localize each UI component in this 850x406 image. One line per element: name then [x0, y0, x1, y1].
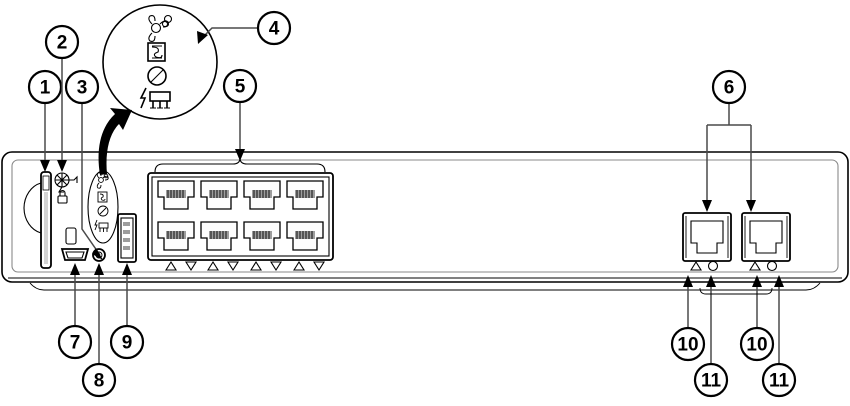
callout-8: 8 — [81, 263, 117, 398]
callout-label: 3 — [77, 78, 88, 99]
poe-icon — [139, 87, 171, 109]
uplink-activity-led-left — [707, 260, 719, 272]
uplink-port-left[interactable] — [682, 212, 732, 262]
speed-icon — [97, 205, 109, 217]
callout-10-right: 10 — [739, 275, 775, 362]
rj45-port[interactable] — [157, 180, 195, 210]
uplink-link-led-left — [690, 260, 702, 271]
callout-2: 2 — [44, 24, 80, 172]
callout-1: 1 — [27, 69, 63, 172]
uplink-activity-led-right — [766, 260, 778, 272]
callout-7: 7 — [57, 263, 93, 360]
callout-3: 3 — [64, 69, 103, 260]
callout-label: 6 — [724, 78, 735, 99]
fan-icon — [96, 172, 109, 189]
rj45-port[interactable] — [200, 221, 238, 251]
callout-label: 10 — [677, 335, 698, 356]
uplink-link-led-right — [749, 260, 761, 271]
label-plate — [65, 227, 77, 245]
callout-11-right: 11 — [761, 275, 797, 398]
micro-usb-console-port[interactable] — [60, 248, 90, 261]
callout-4: 4 — [197, 10, 292, 46]
callout-label: 8 — [94, 371, 105, 392]
callout-label: 5 — [235, 77, 246, 98]
callout-9: 9 — [109, 263, 145, 360]
port-led-markers — [165, 260, 325, 272]
callout-10-left: 10 — [670, 275, 706, 362]
magnified-led-detail-circle — [102, 4, 218, 120]
callout-11-left: 11 — [693, 275, 729, 398]
callout-label: 11 — [769, 371, 790, 392]
rj45-port[interactable] — [243, 180, 281, 210]
sd-card-slot[interactable] — [23, 171, 52, 269]
rj45-port[interactable] — [200, 180, 238, 210]
stack-icon — [97, 191, 108, 203]
callout-6: 6 — [702, 69, 756, 212]
stack-icon — [147, 42, 166, 62]
rj45-port[interactable] — [243, 221, 281, 251]
callout-label: 7 — [70, 333, 81, 354]
uplink-port-right[interactable] — [741, 212, 791, 262]
rj45-port[interactable] — [286, 180, 324, 210]
chassis — [1, 151, 849, 291]
callout-label: 10 — [746, 335, 767, 356]
magnify-arrow — [98, 108, 132, 175]
callout-label: 4 — [269, 19, 280, 40]
rj45-port[interactable] — [157, 221, 195, 251]
callout-label: 2 — [57, 33, 68, 54]
fan-icon — [148, 14, 173, 42]
callout-5: 5 — [154, 68, 326, 173]
status-led-panel — [87, 170, 119, 244]
uplink-rj45-ports — [682, 212, 791, 272]
callout-label: 1 — [40, 78, 51, 99]
rj45-port[interactable] — [286, 221, 324, 251]
rj45-port-block — [147, 172, 334, 272]
lock-icon — [57, 189, 68, 204]
callout-label: 11 — [701, 371, 722, 392]
speed-icon — [147, 66, 167, 86]
ground-symbol — [54, 172, 78, 193]
poe-icon — [94, 219, 109, 232]
usb-type-a-port[interactable] — [117, 213, 137, 263]
callout-label: 9 — [122, 333, 133, 354]
